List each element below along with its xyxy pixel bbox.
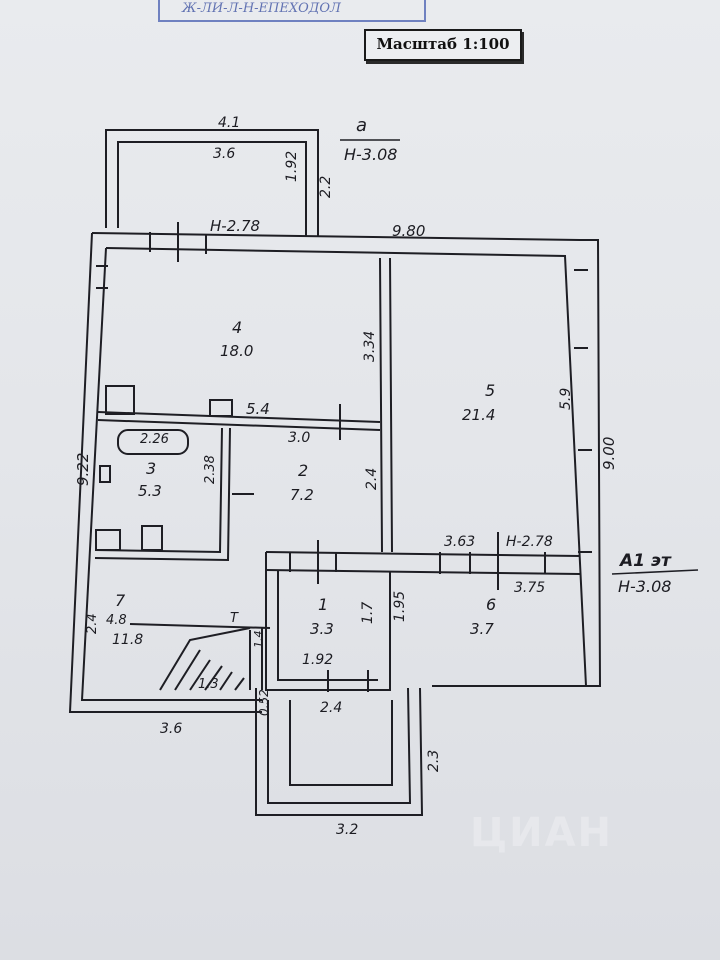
room-3-number: 3 (146, 459, 156, 478)
room7-depth: 2.4 (85, 613, 100, 634)
room-7-number: 7 (115, 591, 126, 610)
room-2-area: 7.2 (290, 486, 314, 504)
stairs (129, 623, 271, 691)
room-4-area: 18.0 (220, 342, 253, 360)
room5-depth: 5.9 (558, 388, 574, 410)
room-1-number: 1 (318, 595, 328, 614)
stair-small: 1.4 (252, 631, 265, 649)
partition-room3 (94, 427, 231, 562)
floor-letter: А1 эт (618, 551, 672, 571)
room2-depth: 2.4 (364, 468, 380, 490)
room1-width: 1.92 (302, 652, 333, 668)
room6-width: 3.75 (514, 580, 545, 596)
room-6-number: 6 (486, 595, 496, 614)
room-3-area: 5.3 (138, 482, 162, 500)
annex-side: 2.2 (318, 176, 334, 198)
room-6-area: 3.7 (470, 620, 494, 638)
approval-stamp: Ж-ЛИ-Л-Н-ЕПЕХОДОЛ (158, 0, 426, 22)
room-7-area: 11.8 (112, 632, 143, 648)
bottom-left-width: 3.6 (160, 721, 182, 737)
annex-inner-width: 3.6 (213, 146, 235, 162)
room7-width: 4.8 (106, 613, 127, 628)
floor-label-line (611, 569, 699, 575)
porch-depth: 2.3 (426, 750, 442, 772)
room-4-number: 4 (232, 318, 242, 337)
door-marks (177, 222, 499, 692)
stove-mark: Т (230, 611, 239, 626)
main-outer-wall (91, 232, 602, 687)
floor-height: Н-3.08 (618, 577, 671, 596)
boiler-fixture (95, 465, 163, 551)
room-1-area: 3.3 (310, 620, 334, 638)
annex-top-width: 4.1 (218, 115, 240, 131)
annex-wall-inner (117, 141, 307, 236)
annex-depth: 1.92 (284, 151, 300, 182)
room6-depth: 1.95 (392, 591, 408, 622)
stair-length: 1.3 (198, 677, 219, 692)
main-outer-wall-left (68, 232, 262, 713)
room-5-number: 5 (485, 381, 495, 400)
porch-outer: 3.2 (336, 822, 358, 838)
room-2-number: 2 (298, 461, 308, 480)
main-depth-left: 9.22 (74, 453, 92, 486)
room1-depth: 1.7 (360, 602, 376, 624)
watermark: ЦИАН (470, 810, 614, 856)
main-width-top: 9.80 (392, 222, 425, 240)
sink-fixture (105, 385, 135, 415)
window-marks (96, 232, 592, 574)
room3-depth: 2.38 (203, 455, 218, 484)
bath-fixture (117, 429, 189, 455)
room2-width: 3.0 (288, 430, 310, 446)
room5-height: Н-2.78 (506, 534, 553, 550)
room4-width: 5.4 (246, 400, 270, 418)
porch-side: 0.52 (257, 689, 271, 716)
annex-height: Н-3.08 (344, 145, 397, 164)
porch-width: 2.4 (320, 700, 342, 716)
room-5-area: 21.4 (462, 406, 495, 424)
stamp-text: Ж-ЛИ-Л-Н-ЕПЕХОДОЛ (182, 1, 341, 16)
annex-letter: а (356, 115, 367, 136)
room4-depth: 3.34 (362, 331, 378, 362)
partition-center (379, 257, 393, 553)
stove-fixture (209, 399, 233, 417)
room5-width: 3.63 (444, 534, 475, 550)
scale-label: Масштаб 1:100 (364, 29, 522, 61)
annex-wall-outer (105, 129, 319, 236)
main-inner-wall-left (80, 247, 262, 701)
main-depth-right: 9.00 (600, 437, 618, 470)
partition-room6 (265, 551, 581, 575)
partition-room4 (97, 411, 381, 431)
porch-wall (255, 687, 424, 816)
main-height-left: Н-2.78 (210, 217, 260, 235)
main-inner-wall (105, 247, 587, 687)
room3-width: 2.26 (140, 432, 169, 447)
